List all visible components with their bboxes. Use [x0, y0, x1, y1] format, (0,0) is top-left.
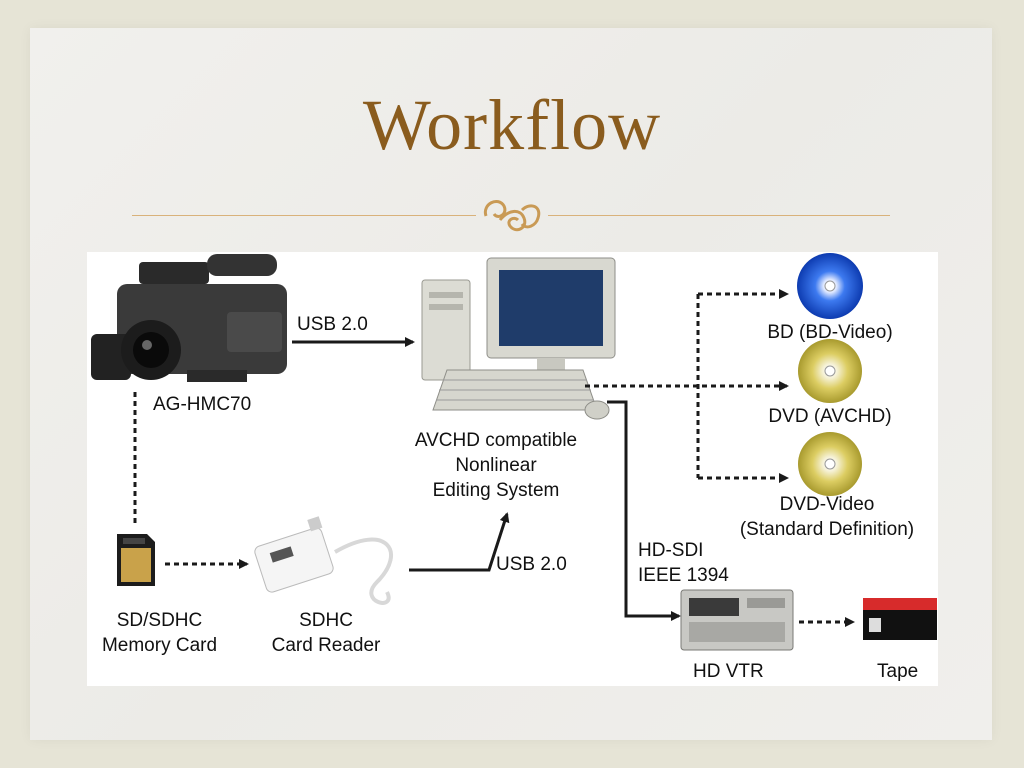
scroll-ornament-icon: [483, 200, 541, 232]
tape-icon: [863, 598, 937, 640]
sd-card-label: SD/SDHC Memory Card: [101, 610, 218, 656]
card-reader-label: SDHC Card Reader: [271, 610, 381, 656]
slide-title: Workflow: [362, 85, 662, 165]
computer-icon: [421, 257, 616, 420]
hd-vtr-icon: [680, 589, 794, 651]
dvd-video-disc-icon: [798, 432, 862, 496]
dvd-disc-icon: [798, 339, 862, 403]
vtr-label: HD VTR: [693, 661, 764, 682]
dvd-label: DVD (AVCHD): [768, 406, 892, 427]
hd-link-label: HD-SDI IEEE 1394: [638, 540, 729, 586]
bd-label: BD (BD-Video): [767, 322, 893, 343]
camera-label: AG-HMC70: [153, 394, 252, 415]
sd-card-icon: [117, 534, 155, 586]
bd-disc-icon: [797, 253, 863, 319]
camcorder-icon: [91, 254, 287, 382]
usb-arrow-bottom: [409, 512, 510, 572]
usb-label-top: USB 2.0: [297, 314, 368, 335]
dvd-video-label: DVD-Video (Standard Definition): [739, 494, 915, 540]
tape-label: Tape: [877, 661, 919, 682]
editing-system-label: AVCHD compatible Nonlinear Editing Syste…: [414, 430, 578, 501]
disc-output-arrows: [585, 289, 789, 483]
title-rule-left: [132, 215, 476, 216]
title-rule-right: [548, 215, 890, 216]
workflow-diagram: AG-HMC70 USB 2.0 AVCHD compatible Nonlin…: [87, 252, 938, 686]
card-reader-icon: [254, 516, 393, 605]
usb-label-bottom: USB 2.0: [496, 554, 567, 575]
hd-sdi-arrow: [607, 400, 681, 621]
